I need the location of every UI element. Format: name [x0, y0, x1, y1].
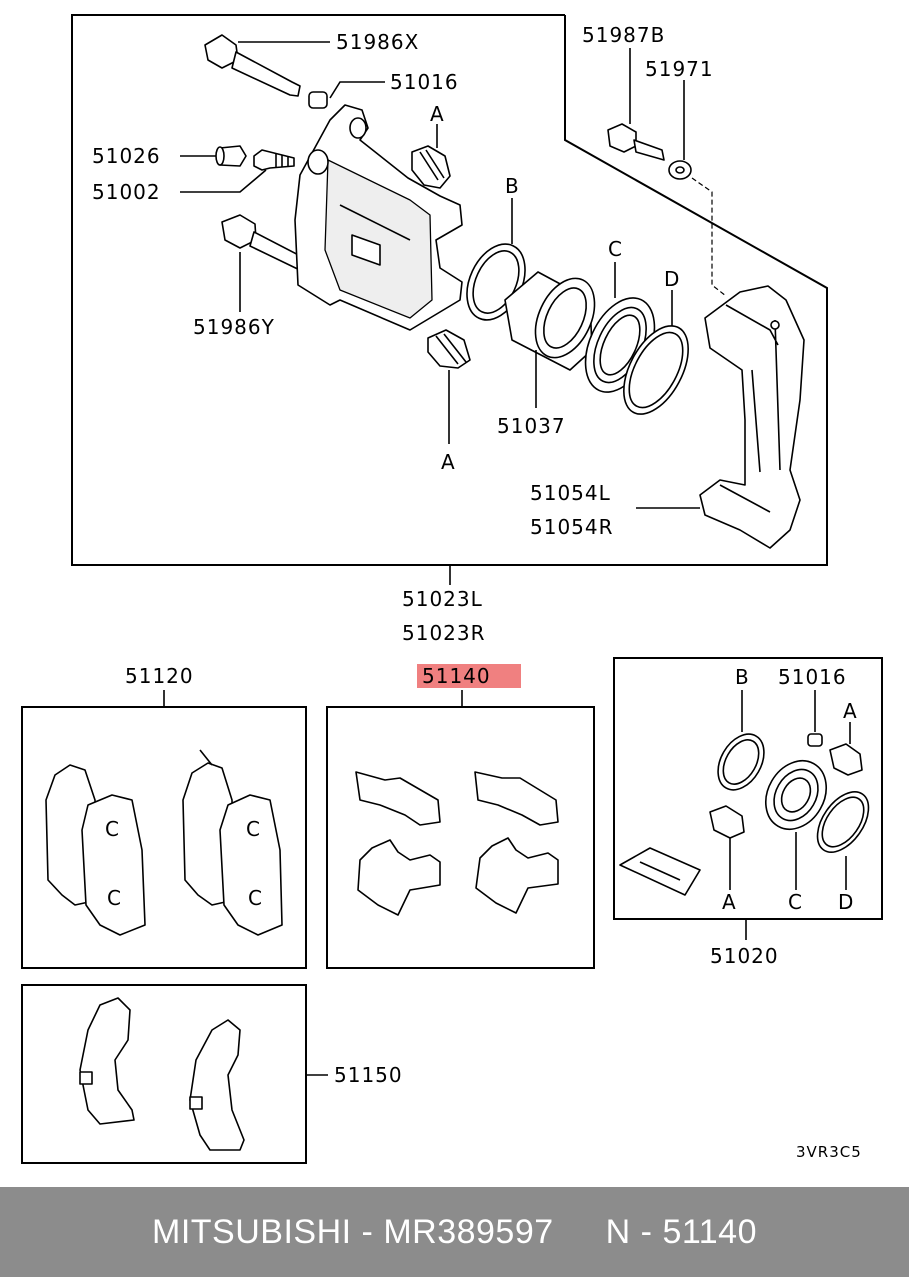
assembly-frame [71, 14, 828, 566]
label-C: C [608, 237, 623, 261]
label-51002: 51002 [92, 180, 161, 204]
seal-kit-frame [613, 657, 883, 920]
label-51016-top: 51016 [390, 70, 459, 94]
parts-diagram: C C C C [21, 14, 883, 1164]
label-kit-B: B [735, 665, 750, 689]
label-kit-A-top: A [843, 699, 858, 723]
label-kit-D: D [838, 890, 854, 914]
label-51037: 51037 [497, 414, 566, 438]
label-51971: 51971 [645, 57, 714, 81]
footer-brand: MITSUBISHI [152, 1212, 352, 1251]
footer-ref-number: 51140 [662, 1212, 757, 1251]
label-B: B [505, 174, 520, 198]
seal-kit-parts [619, 733, 870, 896]
label-51140: 51140 [422, 664, 491, 688]
svg-text:C: C [105, 817, 120, 841]
label-51986X: 51986X [336, 30, 419, 54]
pad-clips [355, 771, 559, 916]
footer-dash-1: - [361, 1212, 374, 1251]
bolt-51987B [607, 123, 665, 161]
guide-pin-upper [204, 34, 301, 97]
label-51023L: 51023L [402, 587, 483, 611]
part-footer: MITSUBISHI - MR389597 N - 51140 [0, 1187, 909, 1277]
label-51987B: 51987B [582, 23, 665, 47]
svg-text:C: C [107, 886, 122, 910]
caliper-body [294, 104, 463, 331]
leader-51002 [180, 169, 267, 193]
label-51023R: 51023R [402, 621, 486, 645]
svg-text:C: C [248, 886, 263, 910]
label-51026: 51026 [92, 144, 161, 168]
bleeder-51002 [253, 149, 295, 171]
drawing-code: 3VR3C5 [796, 1143, 862, 1161]
label-51986Y: 51986Y [193, 315, 275, 339]
boot-lower [427, 329, 471, 369]
leader-51016 [329, 81, 385, 99]
label-D: D [664, 267, 680, 291]
label-kit-51016: 51016 [778, 665, 847, 689]
washer-51971 [668, 160, 692, 180]
label-51150: 51150 [334, 1063, 403, 1087]
label-kit-C: C [788, 890, 803, 914]
label-A-top: A [430, 102, 445, 126]
brake-pads: C C C C [45, 749, 283, 936]
label-51054L: 51054L [530, 481, 611, 505]
svg-text:C: C [246, 817, 261, 841]
dashed-guide [691, 177, 727, 297]
shim-frame [21, 984, 307, 1164]
bracket-51054 [699, 285, 805, 549]
boot-upper [411, 145, 451, 189]
highlight-51140 [417, 664, 521, 688]
bushing-51016 [308, 91, 328, 109]
footer-dash-2: - [640, 1212, 653, 1251]
label-51054R: 51054R [530, 515, 614, 539]
label-51120: 51120 [125, 664, 194, 688]
ring-D [623, 325, 689, 415]
footer-n-label: N [605, 1212, 631, 1251]
cap-51026 [215, 145, 247, 167]
footer-part-number: MR389597 [383, 1212, 554, 1251]
clip-frame [326, 706, 595, 969]
label-kit-A-bottom: A [722, 890, 737, 914]
piston-51037 [504, 271, 596, 371]
shims [79, 997, 245, 1151]
label-A-bottom: A [441, 450, 456, 474]
label-51020: 51020 [710, 944, 779, 968]
